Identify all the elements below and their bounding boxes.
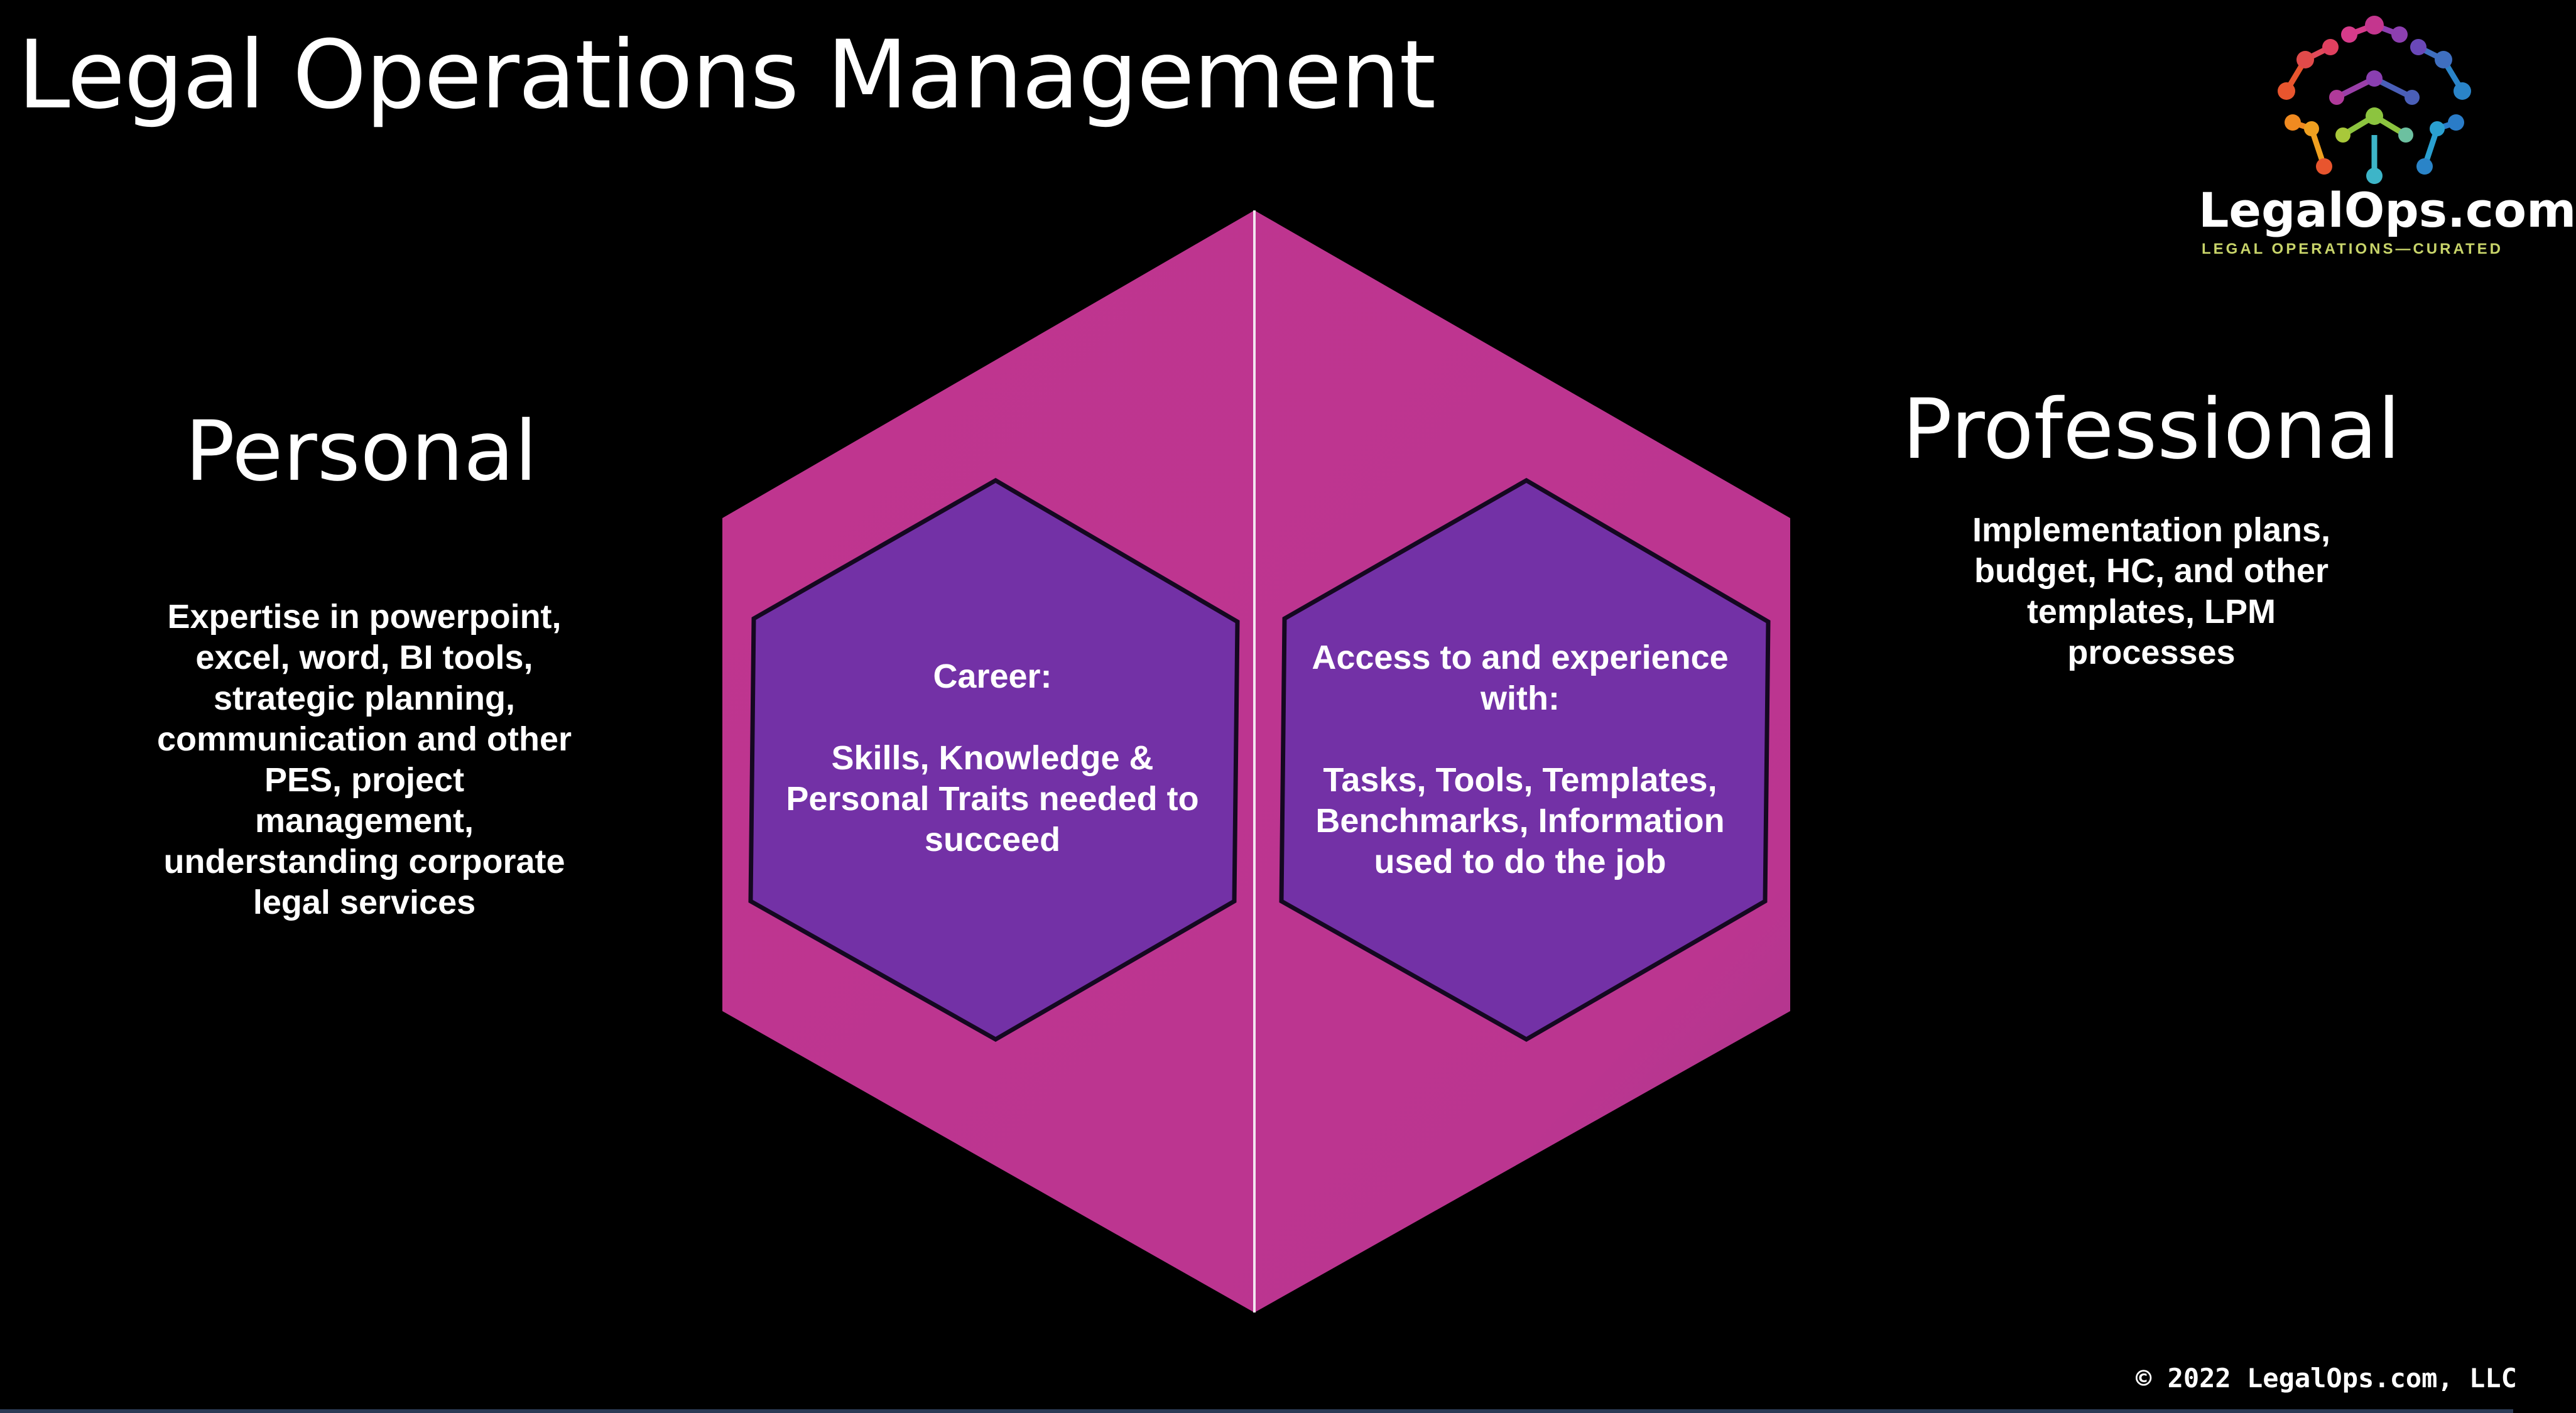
personal-heading: Personal — [185, 403, 538, 500]
hexagon-diagram — [722, 210, 1790, 1313]
bottom-border — [0, 1409, 2513, 1413]
access-hexagon-text: Access to and experience with: Tasks, To… — [1312, 639, 1729, 880]
logo-tagline: LEGAL OPERATIONS—CURATED — [2201, 241, 2503, 257]
career-hexagon-text: Career: Skills, Knowledge & Personal Tra… — [786, 658, 1199, 858]
access-hexagon — [1279, 477, 1771, 1042]
copyright-notice: © 2022 LegalOps.com, LLC — [2136, 1363, 2517, 1394]
legalops-logo-icon — [2278, 16, 2471, 184]
professional-description: Implementation plans, budget, HC, and ot… — [1972, 511, 2331, 671]
personal-description: Expertise in powerpoint, excel, word, BI… — [156, 598, 572, 921]
career-hexagon — [748, 477, 1240, 1042]
logo-name: LegalOps.com — [2198, 182, 2576, 238]
slide-title: Legal Operations Management — [18, 21, 1436, 130]
professional-heading: Professional — [1902, 381, 2401, 478]
